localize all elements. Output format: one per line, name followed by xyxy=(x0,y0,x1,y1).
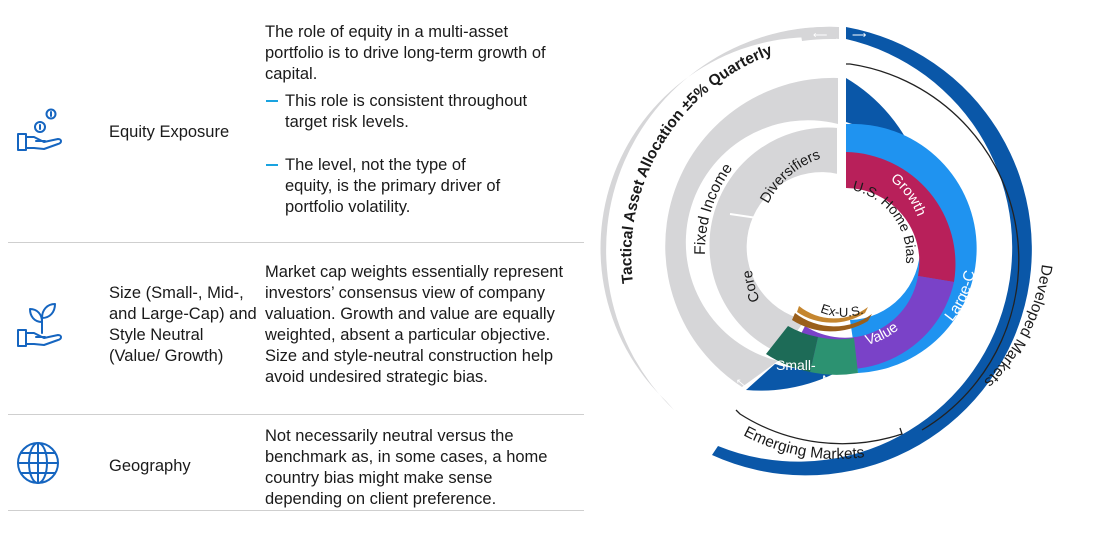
dash-icon xyxy=(266,164,278,166)
fixed-income-segment xyxy=(665,77,838,387)
dash-icon xyxy=(266,100,278,102)
globe-icon xyxy=(14,437,66,489)
row-divider xyxy=(8,510,584,511)
mid-label: Mid- xyxy=(822,372,850,388)
row-label: Size (Small-, Mid-, and Large-Cap) and S… xyxy=(109,284,257,365)
philosophy-table: Equity Exposure The role of equity in a … xyxy=(8,0,584,534)
mid-segment xyxy=(810,337,858,375)
ex-us-band-inner xyxy=(797,306,868,323)
core-segment xyxy=(709,127,838,354)
row-divider xyxy=(8,242,584,243)
tactical-arrow-left-box xyxy=(800,26,836,41)
ex-us-label: Ex-U.S. xyxy=(819,301,865,320)
row-text: Market cap weights essentially represent… xyxy=(265,263,564,386)
row-label: Geography xyxy=(109,457,191,475)
arrow-icon: ⟶ xyxy=(760,394,778,412)
bullet-text: This role is consistent throughout targe… xyxy=(285,92,528,131)
ex-us-band xyxy=(792,313,872,332)
growth-segment xyxy=(846,152,956,282)
arrow-left-icon: ⟵ xyxy=(813,30,827,41)
hand-coins-icon xyxy=(14,106,66,158)
row-divider xyxy=(8,414,584,415)
row-label: Equity Exposure xyxy=(109,123,230,141)
large-cap-segment xyxy=(846,123,977,373)
row-text: The role of equity in a multi-asset port… xyxy=(265,23,546,83)
small-label: Small- xyxy=(776,357,816,373)
bullet-text: The level, not the type of equity, is th… xyxy=(285,156,501,216)
bullet-item: The level, not the type of equity, is th… xyxy=(265,155,510,218)
bullet-item: This role is consistent throughout targe… xyxy=(265,91,555,133)
developed-bracket xyxy=(846,63,1020,431)
emerging-bracket xyxy=(735,409,903,445)
hand-plant-icon xyxy=(14,300,66,352)
developed-outer-ring xyxy=(712,27,1032,476)
row-description: The role of equity in a multi-asset port… xyxy=(265,22,565,218)
allocation-diagram: ⟵ ⟶ ⟵ ⟶ Tactical Asset Allocation ±5% Qu… xyxy=(600,0,1055,476)
row-text: Not necessarily neutral versus the bench… xyxy=(265,427,548,508)
arrow-right-icon: ⟶ xyxy=(852,30,866,41)
small-segment xyxy=(766,326,818,372)
